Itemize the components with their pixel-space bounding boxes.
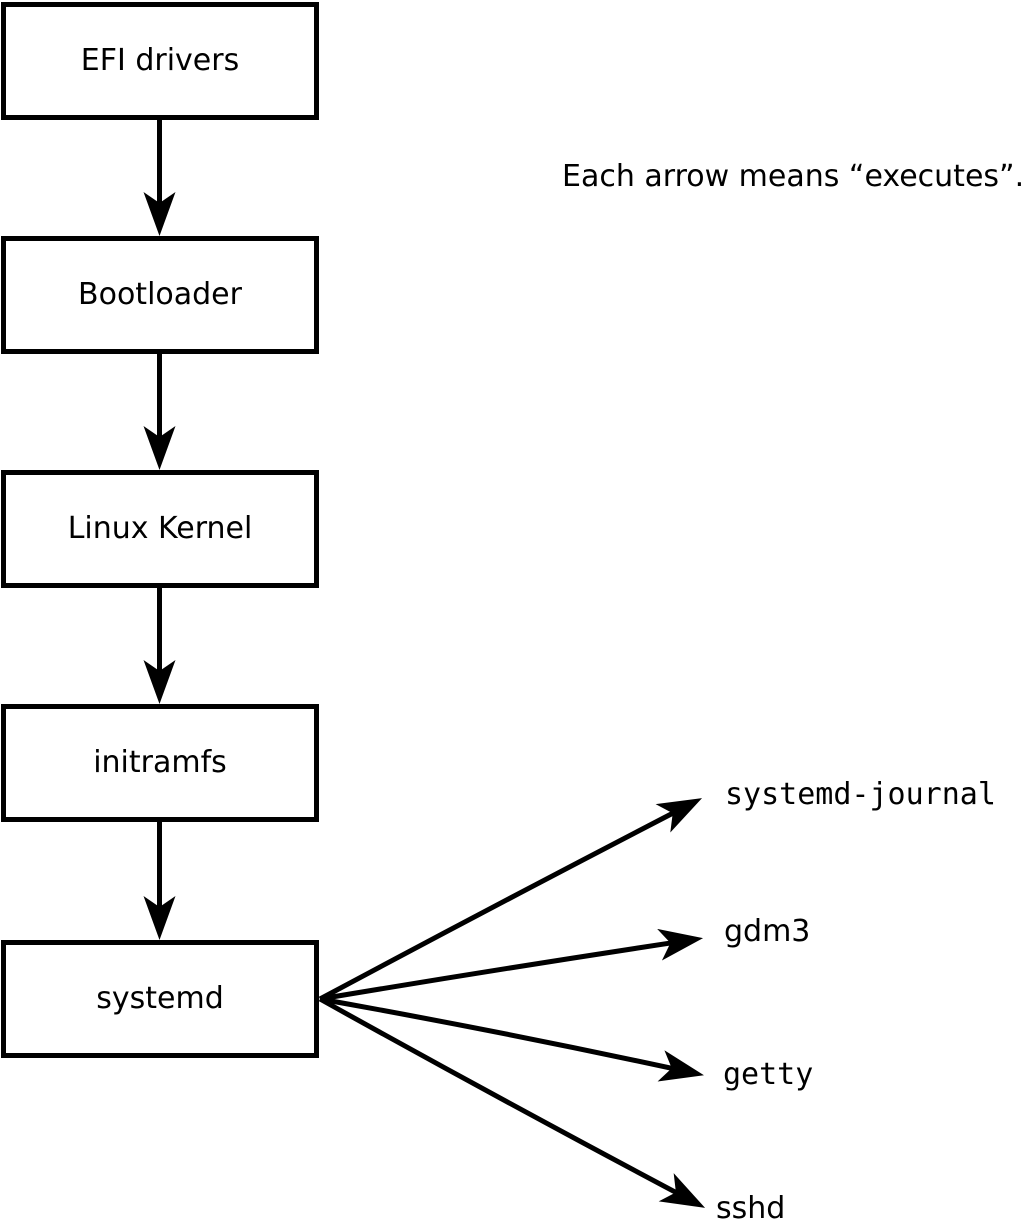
box-linux-kernel-label: Linux Kernel	[67, 511, 253, 546]
box-initramfs-label: initramfs	[93, 745, 227, 780]
box-bootloader: Bootloader	[1, 236, 319, 354]
box-efi-drivers-label: EFI drivers	[80, 43, 240, 78]
box-efi-drivers: EFI drivers	[1, 2, 319, 120]
arrow-systemd-to-sshd	[318, 996, 706, 1208]
diagram-caption: Each arrow means “executes”.	[562, 159, 1023, 194]
box-linux-kernel: Linux Kernel	[1, 470, 319, 588]
label-sshd: sshd	[716, 1191, 786, 1226]
label-getty: getty	[723, 1057, 814, 1092]
box-systemd-label: systemd	[96, 981, 224, 1016]
label-gdm3: gdm3	[724, 914, 811, 949]
arrow-systemd-to-gdm3	[319, 928, 704, 1002]
box-bootloader-label: Bootloader	[78, 277, 242, 312]
arrow-systemd-to-getty	[319, 996, 704, 1082]
box-systemd: systemd	[1, 940, 319, 1058]
label-systemd-journal: systemd-journal	[725, 777, 996, 812]
arrow-systemd-to-journal	[318, 798, 703, 1002]
box-initramfs: initramfs	[1, 704, 319, 822]
